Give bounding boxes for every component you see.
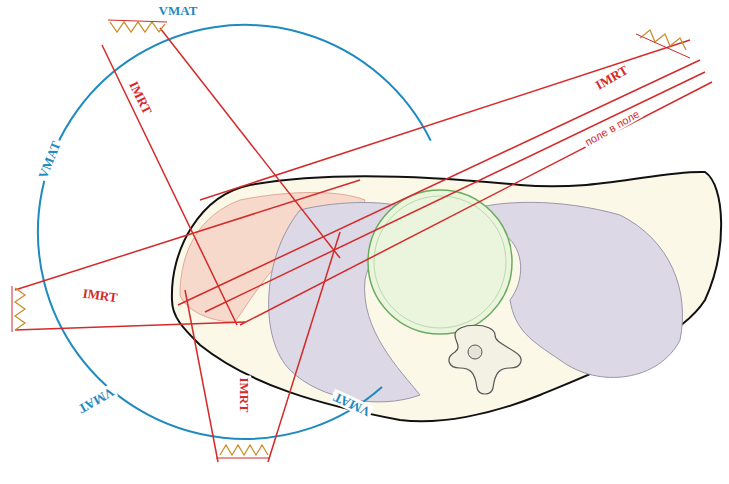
heart-inner [374, 196, 506, 328]
beam-label: IMRT [80, 286, 121, 306]
arc-label: VMAT [74, 383, 118, 417]
technique-label: поле в поле [581, 107, 643, 150]
vertebra [449, 325, 521, 394]
modulator-frame [12, 20, 690, 458]
modulator-symbol [15, 22, 686, 455]
arc-label: VMAT [157, 4, 200, 18]
beam-lines [15, 28, 712, 462]
beam-label: IMRT [592, 62, 633, 94]
arc-label: VMAT [35, 137, 64, 182]
heart [368, 190, 512, 334]
beam-label: IMRT [125, 77, 155, 118]
spinal-canal [468, 345, 482, 359]
beam-label: IMRT [237, 376, 251, 415]
body-contour [172, 172, 721, 421]
